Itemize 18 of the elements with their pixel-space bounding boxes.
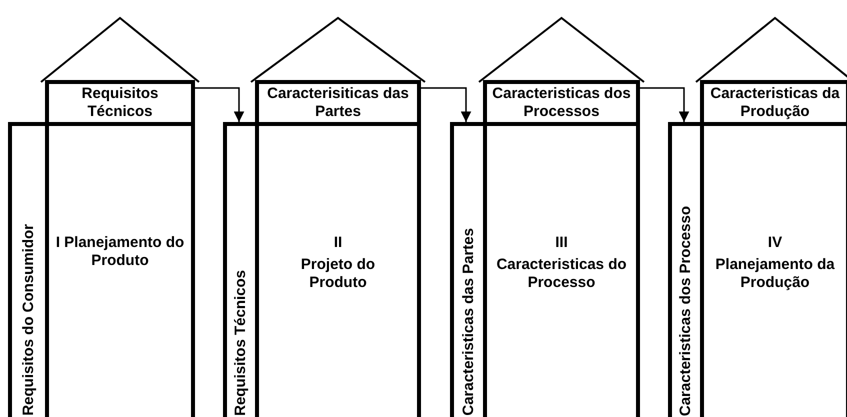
- column-label: Caracteristicas das Partes: [460, 228, 478, 416]
- header-label: Caracteristicas dos Processos: [492, 85, 632, 121]
- column-label: Requisitos Técnicos: [232, 270, 250, 416]
- phase-label: II: [334, 234, 342, 252]
- phase-label: Projeto do Produto: [300, 256, 376, 292]
- header-label: Caracterisiticas das Partes: [266, 85, 410, 121]
- phase-label: III: [555, 234, 568, 252]
- header-label: Requisitos Técnicos: [80, 85, 160, 121]
- column-label: Requisitos do Consumidor: [20, 224, 38, 416]
- phase-label: IV: [768, 234, 782, 252]
- arrow: [421, 87, 472, 122]
- phase-label: I Planejamento do Produto: [54, 234, 186, 270]
- header-label: Caracteristicas da Produção: [710, 85, 840, 121]
- column-label: Caracteristicas dos Processo: [677, 206, 695, 416]
- phase-label: Caracteristicas do Processo: [495, 256, 628, 292]
- arrow: [195, 87, 244, 122]
- arrow: [640, 87, 690, 122]
- phase-label: Planejamento da Produção: [715, 256, 835, 292]
